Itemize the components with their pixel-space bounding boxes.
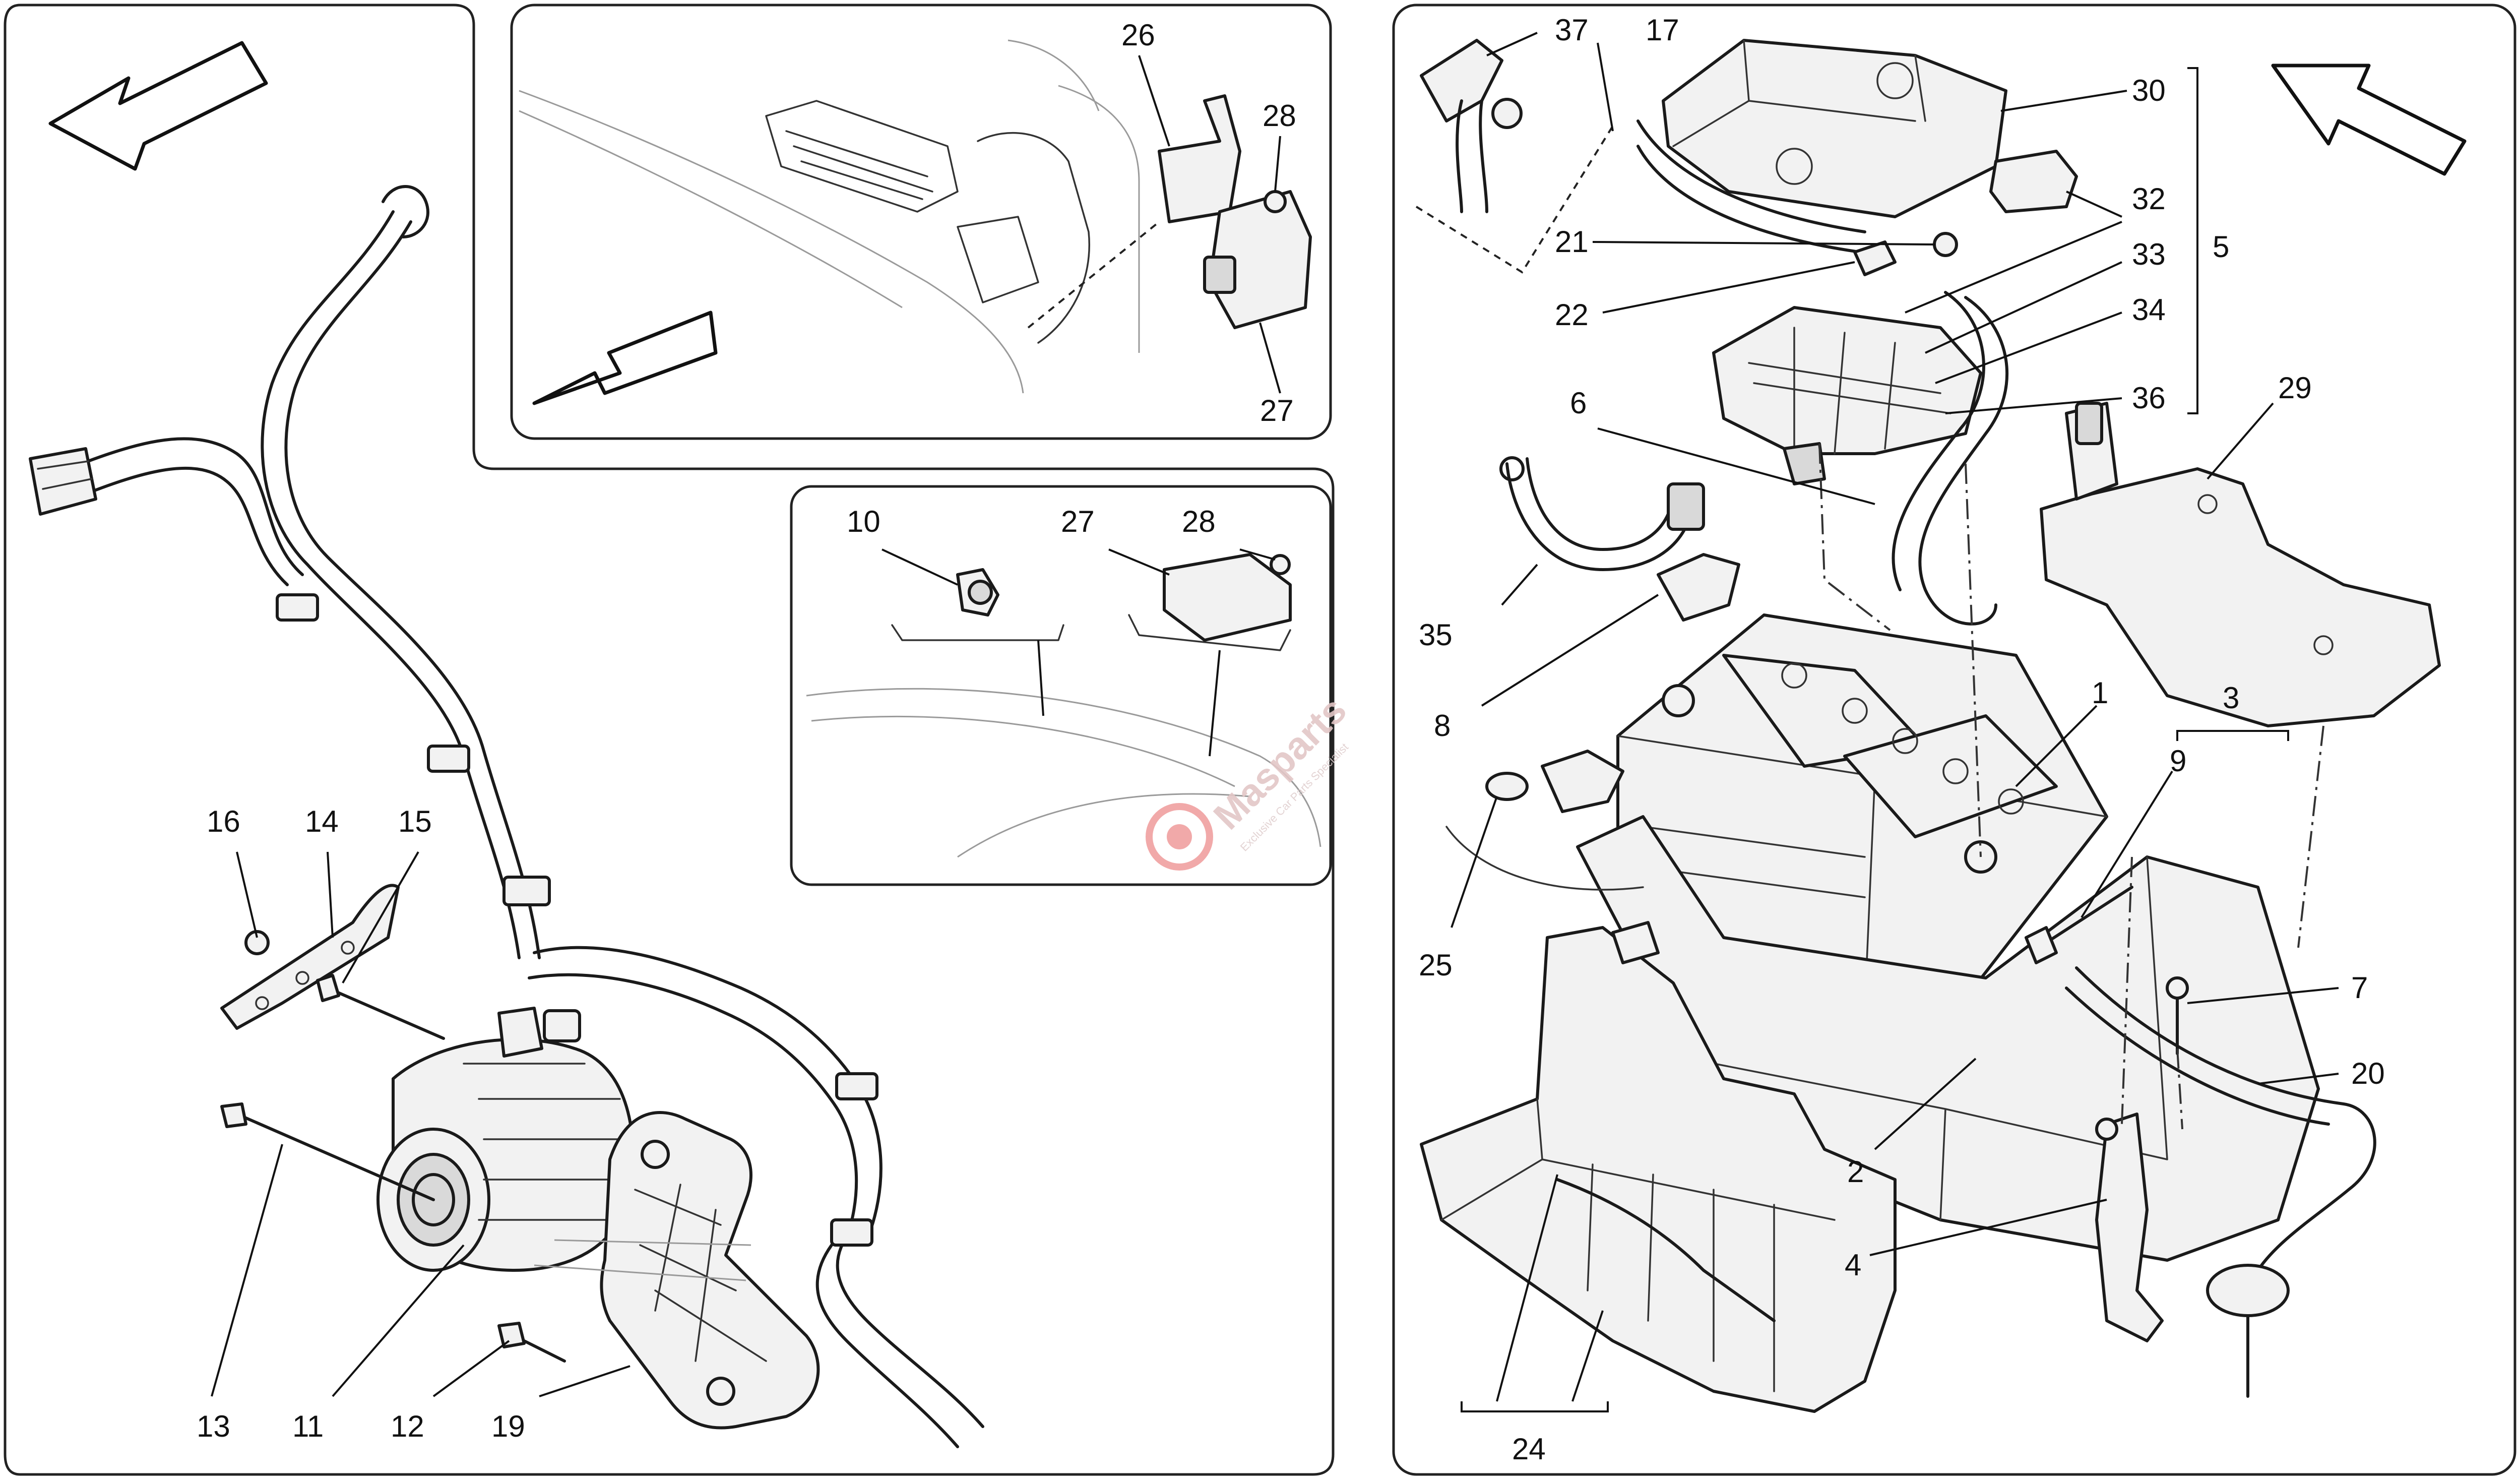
panel-interior-module bbox=[510, 4, 1332, 440]
nut-28-detail bbox=[1270, 554, 1291, 575]
callout-12: 12 bbox=[391, 1409, 424, 1443]
callout-36: 36 bbox=[2132, 381, 2166, 415]
callout-27-detail: 27 bbox=[1061, 505, 1095, 538]
callout-13: 13 bbox=[197, 1409, 230, 1443]
direction-arrow-left bbox=[48, 41, 268, 171]
callout-26: 26 bbox=[1121, 18, 1155, 52]
callout-1: 1 bbox=[2092, 676, 2108, 710]
battery bbox=[1616, 613, 2108, 1009]
panel-alternator bbox=[4, 4, 1335, 1476]
callout-14: 14 bbox=[305, 805, 339, 838]
callout-19: 19 bbox=[491, 1409, 525, 1443]
terminal-25-lead bbox=[1541, 750, 1624, 813]
group-bracket-5 bbox=[2187, 67, 2198, 414]
callout-labels: 16 14 15 13 11 12 19 26 28 27 10 27 28 3… bbox=[197, 13, 2385, 1466]
nut-28 bbox=[1264, 190, 1287, 213]
bolt-15 bbox=[326, 986, 445, 1040]
group-bracket-24 bbox=[1461, 1401, 1609, 1412]
callout-2: 2 bbox=[1847, 1155, 1864, 1189]
callout-32: 32 bbox=[2132, 182, 2166, 216]
callout-8: 8 bbox=[1434, 709, 1451, 743]
direction-arrow-upper-right bbox=[2271, 64, 2467, 176]
callout-9: 9 bbox=[2170, 744, 2186, 778]
callout-24: 24 bbox=[1512, 1432, 1546, 1466]
callout-5: 5 bbox=[2213, 230, 2229, 264]
bracket-4 bbox=[2095, 1113, 2164, 1342]
cable-17 bbox=[1456, 99, 1463, 213]
callout-10: 10 bbox=[847, 505, 880, 538]
nut-16 bbox=[244, 930, 270, 955]
wiring-harness bbox=[261, 210, 521, 959]
callout-15: 15 bbox=[398, 805, 432, 838]
battery-terminal-positive bbox=[1662, 684, 1695, 717]
alternator-bracket-19 bbox=[600, 1111, 820, 1430]
leader-lines bbox=[211, 32, 2339, 1402]
lower-tray-24 bbox=[1420, 926, 1897, 1413]
control-module-27-detail bbox=[1163, 553, 1292, 642]
callout-34: 34 bbox=[2132, 293, 2166, 327]
panel-sensor-detail bbox=[790, 485, 1332, 886]
bracket-14 bbox=[220, 884, 400, 1030]
battery-bracket-29 bbox=[2040, 467, 2441, 727]
bolt-9 bbox=[2045, 886, 2133, 944]
watermark-logo-icon bbox=[1146, 803, 1213, 871]
ground-eyelet bbox=[2206, 1264, 2290, 1317]
callout-22: 22 bbox=[1555, 298, 1589, 332]
callout-33: 33 bbox=[2132, 237, 2166, 271]
harness-connector bbox=[29, 447, 97, 516]
dashboard-vent bbox=[765, 100, 959, 213]
callout-30: 30 bbox=[2132, 74, 2166, 107]
bolt-13 bbox=[235, 1113, 435, 1201]
group-bracket-3 bbox=[2176, 730, 2289, 741]
callout-37: 37 bbox=[1555, 13, 1589, 47]
terminal-22 bbox=[1853, 240, 1897, 276]
ground-terminal-8 bbox=[1657, 553, 1740, 622]
callout-6: 6 bbox=[1570, 386, 1587, 420]
callout-28: 28 bbox=[1263, 99, 1296, 133]
sensor-5-part bbox=[1989, 150, 2078, 213]
callout-25: 25 bbox=[1419, 948, 1453, 982]
callout-7: 7 bbox=[2351, 971, 2368, 1005]
nut-21 bbox=[1933, 232, 1958, 257]
fuse-box bbox=[1712, 306, 1982, 455]
callout-27: 27 bbox=[1260, 394, 1294, 427]
callout-16: 16 bbox=[207, 805, 240, 838]
callout-21: 21 bbox=[1555, 225, 1589, 259]
ground-cable-20 bbox=[2075, 966, 2376, 1272]
direction-arrow-right-upper bbox=[532, 311, 718, 405]
panel-battery bbox=[1392, 4, 2516, 1476]
module-bracket-26 bbox=[1158, 94, 1241, 223]
cap-25 bbox=[1485, 772, 1529, 801]
callout-11: 11 bbox=[292, 1409, 324, 1443]
alternator bbox=[376, 1007, 635, 1272]
callout-4: 4 bbox=[1845, 1248, 1861, 1282]
callout-35: 35 bbox=[1419, 618, 1453, 652]
callout-20: 20 bbox=[2351, 1057, 2385, 1090]
callout-29: 29 bbox=[2278, 371, 2312, 405]
callout-3: 3 bbox=[2223, 681, 2239, 715]
callout-28-detail: 28 bbox=[1182, 505, 1216, 538]
callout-17: 17 bbox=[1646, 13, 1679, 47]
